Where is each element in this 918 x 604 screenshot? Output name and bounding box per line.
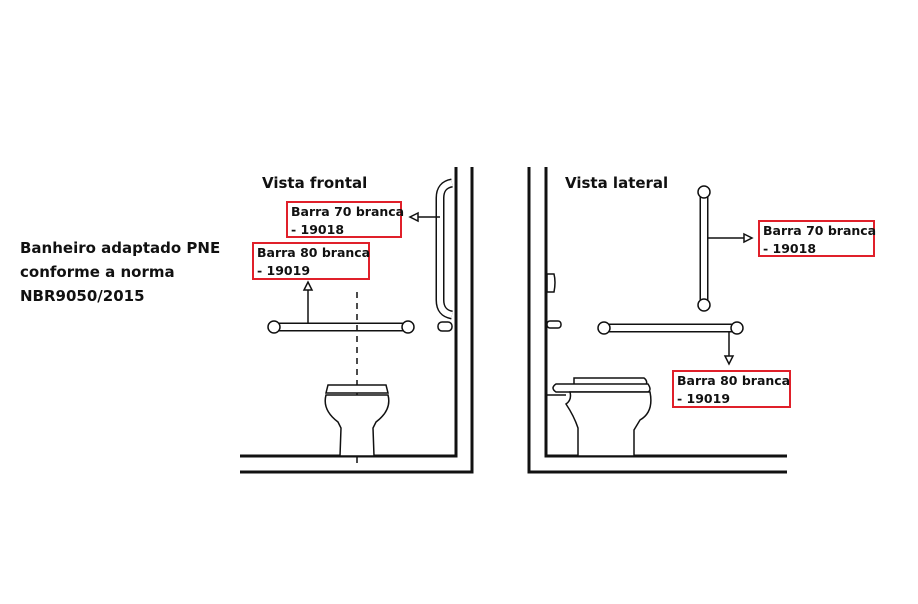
- lateral-walls: [527, 167, 787, 474]
- lateral-vertical-grab-bar: [697, 185, 711, 312]
- label-line: Barra 80 branca: [677, 373, 791, 388]
- frontal-toilet: [324, 384, 390, 457]
- lateral-horizontal-grab-bar: [597, 321, 744, 335]
- lateral-arrow-80: [723, 332, 735, 366]
- lateral-label-barra-80: Barra 80 branca - 19019: [672, 370, 791, 408]
- lateral-wall-fixtures: [546, 273, 562, 329]
- label-line: - 19019: [257, 263, 311, 278]
- lateral-view-title: Vista lateral: [565, 174, 669, 192]
- frontal-label-barra-70: Barra 70 branca - 19018: [286, 201, 405, 238]
- label-line: - 19018: [763, 241, 817, 256]
- frontal-wall-fixture: [437, 321, 453, 332]
- intro-line: Banheiro adaptado PNE: [20, 239, 221, 257]
- intro-text: Banheiro adaptado PNE conforme a norma N…: [20, 236, 220, 308]
- lateral-toilet: [547, 377, 652, 457]
- frontal-vertical-grab-bar: [435, 178, 454, 320]
- frontal-label-barra-80: Barra 80 branca - 19019: [252, 242, 370, 280]
- label-line: - 19018: [291, 222, 345, 237]
- lateral-arrow-70: [708, 232, 754, 244]
- frontal-horizontal-grab-bar: [267, 320, 415, 334]
- intro-line: NBR9050/2015: [20, 287, 145, 305]
- label-line: Barra 70 branca: [291, 204, 405, 219]
- label-line: - 19019: [677, 391, 731, 406]
- label-line: Barra 80 branca: [257, 245, 371, 260]
- frontal-arrow-70: [408, 211, 440, 223]
- label-line: Barra 70 branca: [763, 223, 877, 238]
- frontal-arrow-80: [302, 280, 314, 323]
- frontal-view-title: Vista frontal: [262, 174, 368, 192]
- intro-line: conforme a norma: [20, 263, 175, 281]
- frontal-walls: [240, 167, 474, 474]
- lateral-label-barra-70: Barra 70 branca - 19018: [758, 220, 877, 257]
